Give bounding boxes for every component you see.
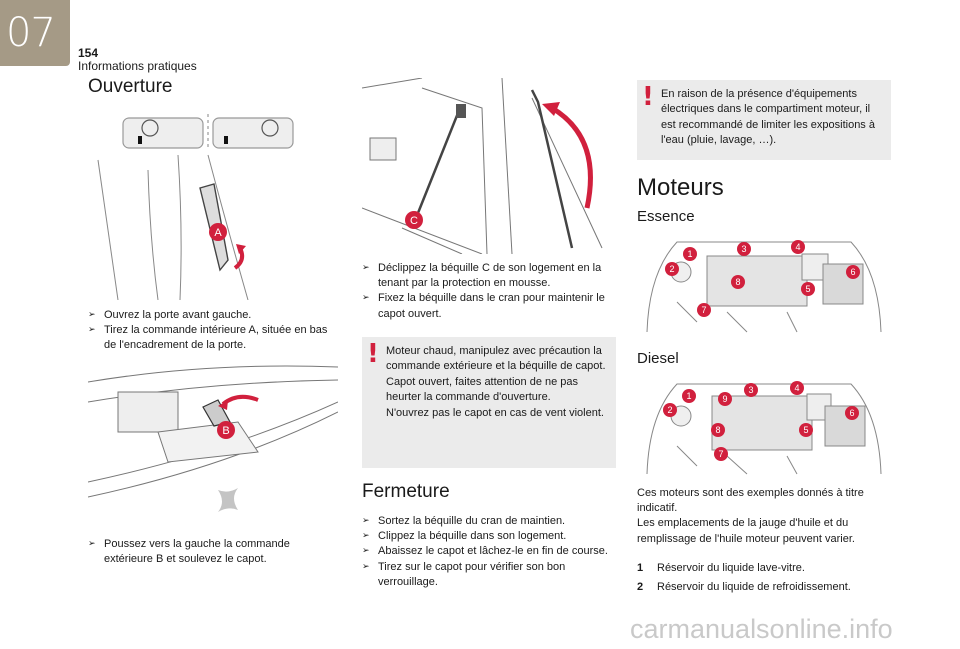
warning-text: En raison de la présence d'équipements é… bbox=[661, 88, 875, 147]
label-a: A bbox=[214, 227, 222, 239]
diesel-title: Diesel bbox=[637, 350, 679, 367]
diesel-marker-8: 8 bbox=[715, 425, 720, 435]
chapter-number: 07 bbox=[6, 10, 56, 56]
diesel-marker-1: 1 bbox=[686, 391, 691, 401]
essence-marker-2: 2 bbox=[669, 264, 674, 274]
step-item: Fixez la béquille dans le cran pour main… bbox=[362, 291, 617, 321]
warning-icon: ! bbox=[642, 82, 654, 112]
essence-marker-3: 3 bbox=[741, 244, 746, 254]
diesel-marker-3: 3 bbox=[748, 385, 753, 395]
engine-note: Ces moteurs sont des exemples donnés à t… bbox=[637, 487, 864, 545]
interior-release-illustration: A bbox=[88, 110, 338, 300]
step-item: Ouvrez la porte avant gauche. bbox=[88, 308, 338, 323]
diesel-marker-2: 2 bbox=[667, 405, 672, 415]
essence-marker-1: 1 bbox=[687, 249, 692, 259]
section-name: Informations pratiques bbox=[78, 59, 197, 73]
label-c: C bbox=[410, 215, 418, 227]
legend-row: 2 Réservoir du liquide de refroidissement… bbox=[637, 578, 851, 597]
diesel-engine-illustration: 1 2 3 4 5 6 7 8 9 bbox=[637, 374, 891, 478]
ouverture-steps-2: Poussez vers la gauche la commande extér… bbox=[88, 537, 338, 567]
ouverture-steps-1: Ouvrez la porte avant gauche. Tirez la c… bbox=[88, 308, 338, 354]
legend-row: 1 Réservoir du liquide lave-vitre. bbox=[637, 559, 851, 578]
essence-marker-6: 6 bbox=[850, 267, 855, 277]
step-item: Poussez vers la gauche la commande extér… bbox=[88, 537, 338, 567]
diesel-marker-5: 5 bbox=[803, 425, 808, 435]
warning-text: Moteur chaud, manipulez avec précaution … bbox=[386, 345, 606, 419]
fermeture-title: Fermeture bbox=[362, 481, 450, 502]
moteurs-title: Moteurs bbox=[637, 174, 724, 201]
legend-number: 2 bbox=[637, 581, 644, 593]
water-exposure-warning: ! En raison de la présence d'équipements… bbox=[637, 80, 891, 160]
step-item: Sortez la béquille du cran de maintien. bbox=[362, 514, 617, 529]
essence-engine-illustration: 1 2 3 4 5 6 7 8 bbox=[637, 232, 891, 336]
watermark: carmanualsonline.info bbox=[630, 614, 893, 644]
engine-legend: 1 Réservoir du liquide lave-vitre. 2 Réser… bbox=[637, 559, 851, 597]
exterior-release-illustration: B bbox=[88, 362, 338, 532]
diesel-marker-4: 4 bbox=[794, 383, 799, 393]
diesel-marker-6: 6 bbox=[849, 408, 854, 418]
ouverture-steps-3: Déclippez la béquille C de son logement … bbox=[362, 261, 617, 322]
essence-marker-5: 5 bbox=[805, 284, 810, 294]
essence-title: Essence bbox=[637, 208, 695, 225]
essence-marker-7: 7 bbox=[701, 305, 706, 315]
legend-text: Réservoir du liquide lave-vitre. bbox=[657, 562, 805, 574]
page-number: 154 bbox=[78, 46, 99, 60]
essence-marker-4: 4 bbox=[795, 242, 800, 252]
step-item: Tirez la commande intérieure A, située e… bbox=[88, 323, 338, 353]
hot-engine-warning: ! Moteur chaud, manipulez avec précautio… bbox=[362, 337, 616, 468]
legend-text: Réservoir du liquide de refroidissement. bbox=[657, 581, 851, 593]
chapter-tab: 07 bbox=[0, 0, 70, 66]
diesel-marker-7: 7 bbox=[718, 449, 723, 459]
label-b: B bbox=[222, 425, 229, 437]
warning-icon: ! bbox=[367, 339, 379, 369]
step-item: Tirez sur le capot pour vérifier son bon… bbox=[362, 560, 617, 590]
ouverture-title: Ouverture bbox=[88, 76, 173, 97]
legend-number: 1 bbox=[637, 562, 644, 574]
fermeture-steps: Sortez la béquille du cran de maintien. … bbox=[362, 514, 617, 590]
step-item: Déclippez la béquille C de son logement … bbox=[362, 261, 617, 291]
essence-marker-8: 8 bbox=[735, 277, 740, 287]
step-item: Clippez la béquille dans son logement. bbox=[362, 529, 617, 544]
step-item: Abaissez le capot et lâchez-le en fin de… bbox=[362, 544, 617, 559]
bonnet-stay-illustration: C bbox=[362, 78, 616, 254]
diesel-marker-9: 9 bbox=[722, 394, 727, 404]
